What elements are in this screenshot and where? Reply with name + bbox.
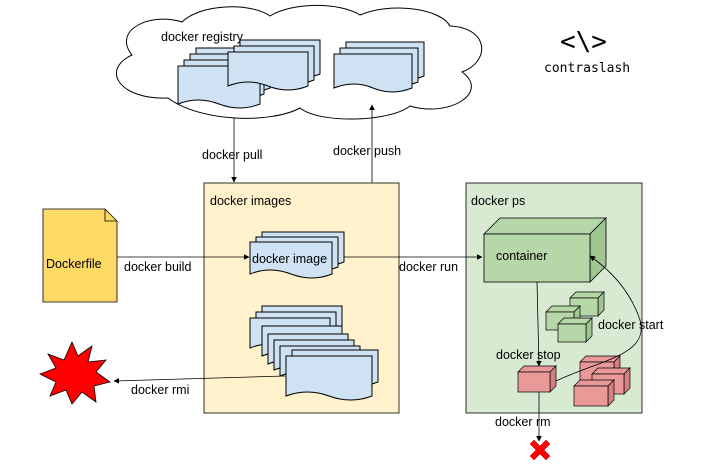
stopped-container — [517, 365, 557, 393]
stop-label: docker stop — [496, 348, 561, 362]
container-label: container — [496, 249, 547, 263]
registry-image-stack — [333, 41, 425, 93]
stopped-container-cluster — [573, 355, 631, 407]
run-label: docker run — [399, 260, 458, 274]
pull-label: docker pull — [202, 148, 262, 162]
images-group-label: docker images — [210, 194, 291, 208]
rmi-arrow — [113, 375, 286, 384]
container-cube — [483, 217, 607, 283]
ps-group-label: docker ps — [471, 194, 525, 208]
registry-label: docker registry — [161, 30, 244, 44]
start-label: docker start — [598, 318, 664, 332]
docker-image-label: docker image — [252, 252, 327, 266]
explosion-icon — [39, 341, 111, 405]
dockerfile-document — [42, 208, 118, 303]
start-arrow — [555, 255, 642, 382]
code-slash-icon: <\> — [560, 27, 607, 57]
registry-image-stack — [227, 39, 321, 91]
rm-label: docker rm — [495, 415, 551, 429]
build-label: docker build — [124, 260, 191, 274]
brand-name: contraslash — [544, 61, 630, 76]
stop-arrow — [536, 281, 542, 367]
docker-image-stack — [249, 231, 345, 279]
rmi-label: docker rmi — [131, 383, 189, 397]
running-container-cluster — [545, 291, 605, 343]
docker-registry-cloud: docker registry — [116, 4, 483, 120]
image-collection — [249, 305, 379, 401]
dockerfile-label: Dockerfile — [46, 257, 102, 271]
x-mark-icon — [529, 439, 551, 461]
push-label: docker push — [333, 144, 401, 158]
